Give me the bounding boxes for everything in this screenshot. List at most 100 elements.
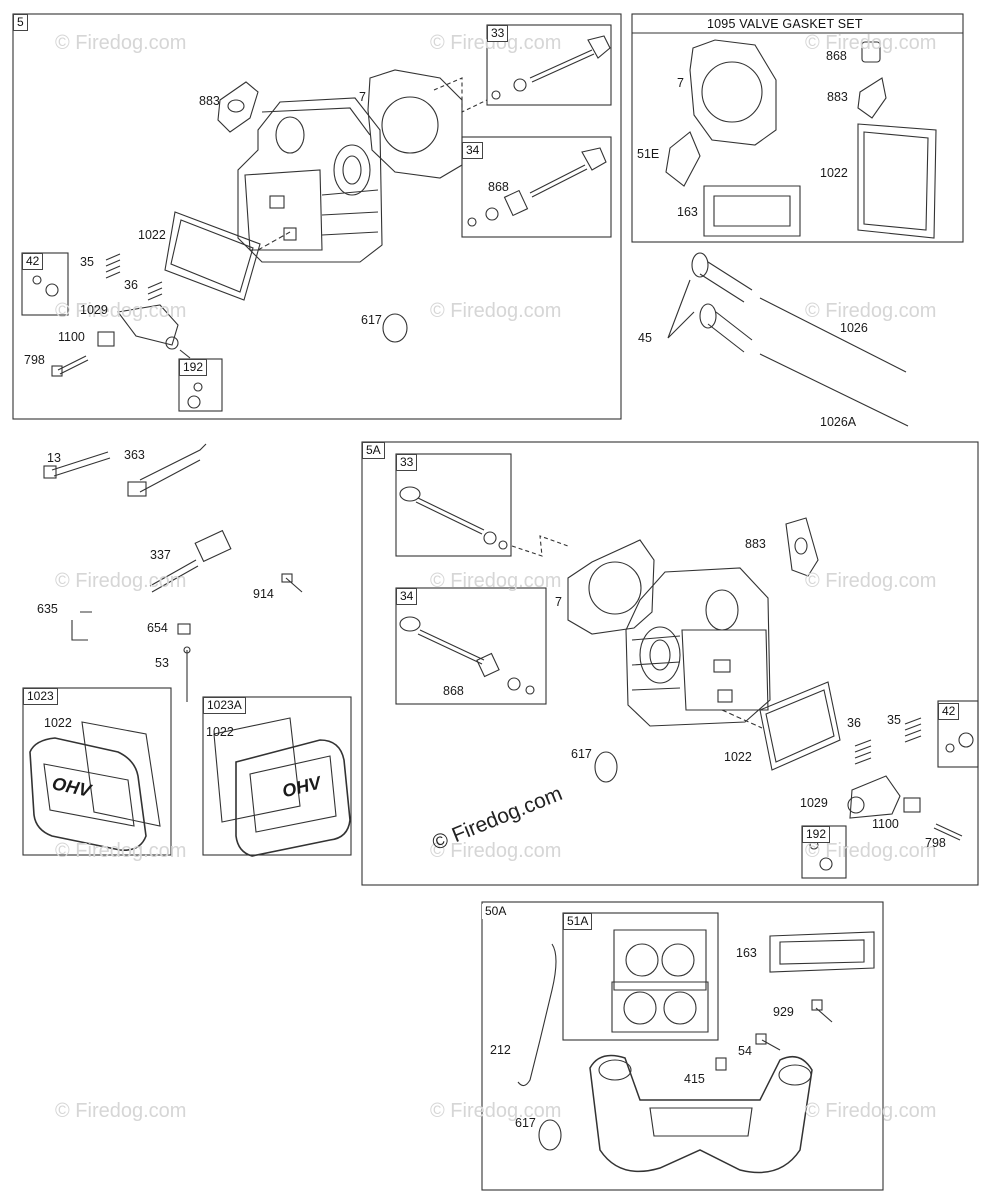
watermark: © Firedog.com <box>55 300 187 322</box>
part-label: 1100 <box>872 817 899 831</box>
gasket-163-set <box>703 185 801 237</box>
part-label: 635 <box>37 602 58 616</box>
panel-34b-frame <box>395 587 547 705</box>
gasket-1022-set <box>857 123 937 239</box>
valve-33b <box>415 497 485 535</box>
watermark: © Firedog.com <box>805 32 937 54</box>
part-label: 36 <box>847 716 861 730</box>
part-label: 1022 <box>820 166 848 180</box>
panel-gasket-set-frame <box>631 13 964 243</box>
part-label: 51E <box>637 147 660 161</box>
panel-1023-frame <box>22 687 172 856</box>
panel-tag-5: 5 <box>13 14 28 31</box>
part-label: 7 <box>555 595 562 609</box>
head-gasket-7-5 <box>367 69 463 179</box>
part-label: 1100 <box>58 330 85 344</box>
panel-tag-192b: 192 <box>802 826 831 843</box>
gasket-163-50a <box>769 931 875 973</box>
watermark: © Firedog.com <box>805 1100 937 1122</box>
part-label: 868 <box>443 684 464 698</box>
part-label: 45 <box>638 331 652 345</box>
watermark: © Firedog.com <box>805 570 937 592</box>
cylinder-head-5a <box>625 567 771 727</box>
part-label: 868 <box>488 180 509 194</box>
spring-35-5a <box>904 717 922 743</box>
gasket-1022-5a <box>759 681 841 771</box>
pushrod-1026a <box>759 353 909 427</box>
valve-33a <box>529 35 611 83</box>
gasket-1022-c1023 <box>81 721 161 827</box>
gasket-1022-c1023a <box>213 717 301 823</box>
part-label: 1029 <box>800 796 828 810</box>
watermark: © Firedog.com <box>55 1100 187 1122</box>
part-label: 35 <box>887 713 901 727</box>
gasket-1022-5 <box>164 211 261 301</box>
part-label: 1022 <box>138 228 166 242</box>
part-label: 1022 <box>724 750 752 764</box>
panel-42a-frame <box>21 252 69 316</box>
panel-1023a-frame <box>202 696 352 856</box>
panel-51a-frame <box>562 912 719 1041</box>
part-label: 13 <box>47 451 61 465</box>
pushrod-1026 <box>759 297 907 373</box>
part-label: 36 <box>124 278 138 292</box>
bolt-798-5 <box>57 355 89 375</box>
part-label: 929 <box>773 1005 794 1019</box>
bolt-798-5a <box>933 823 963 841</box>
gasket-51a-lower <box>611 981 709 1033</box>
bolt-54 <box>761 1039 781 1051</box>
block-1100-5 <box>97 331 115 347</box>
watermark: © Firedog.com <box>430 32 562 54</box>
leader-7-5a <box>511 535 569 557</box>
panel-33a-frame <box>486 24 612 106</box>
panel-tag-5a: 5A <box>362 442 385 459</box>
part-label: 35 <box>80 255 94 269</box>
nut-415 <box>715 1057 727 1071</box>
watermark: © Firedog.com <box>430 570 562 592</box>
panel-tag-1023a: 1023A <box>203 697 246 714</box>
gasket-51e-set <box>665 131 701 187</box>
part-label: 914 <box>253 587 274 601</box>
panel-tag-33a: 33 <box>487 25 509 42</box>
part-label: 163 <box>677 205 698 219</box>
panel-tag-33b: 33 <box>396 454 418 471</box>
tube-45-upper <box>699 261 753 303</box>
gasket-set-title: 1095 VALVE GASKET SET <box>707 17 863 31</box>
part-label: 798 <box>24 353 45 367</box>
leader-7-5 <box>433 77 488 113</box>
ring-617-50a <box>538 1119 562 1151</box>
bolt-13 <box>51 451 111 477</box>
part-label: 7 <box>359 90 366 104</box>
spring-36-5 <box>147 281 163 301</box>
part-label: 415 <box>684 1072 705 1086</box>
panel-42b-frame <box>937 700 979 768</box>
part-label: 883 <box>745 537 766 551</box>
part-label: 1026 <box>840 321 868 335</box>
panel-5-frame <box>12 13 622 420</box>
part-label: 883 <box>199 94 220 108</box>
ring-617-5a <box>594 751 618 783</box>
cover-1023a <box>235 739 351 857</box>
watermark: © Firedog.com <box>805 840 937 862</box>
part-label: 212 <box>490 1043 511 1057</box>
part-label: 798 <box>925 836 946 850</box>
cover-1023 <box>29 737 147 852</box>
rocker-1029-5 <box>117 304 179 346</box>
watermark: © Firedog.com <box>55 840 187 862</box>
head-gasket-7-5a <box>567 539 655 635</box>
panel-33b-frame <box>395 453 512 557</box>
part-label: 1022 <box>44 716 72 730</box>
part-label: 617 <box>361 313 382 327</box>
part-label: 1029 <box>80 303 108 317</box>
gasket-883-5a <box>785 517 819 577</box>
watermark: © Firedog.com <box>430 1100 562 1122</box>
nut-654 <box>177 623 191 635</box>
block-1100-5a <box>903 797 921 813</box>
part-label: 1026A <box>820 415 857 429</box>
cylinder-head-5 <box>237 97 383 263</box>
panel-tag-51a: 51A <box>563 913 593 930</box>
watermark: © Firedog.com <box>430 300 562 322</box>
gasket-883-set <box>857 77 887 119</box>
part-label: 617 <box>571 747 592 761</box>
panel-tag-34b: 34 <box>396 588 418 605</box>
